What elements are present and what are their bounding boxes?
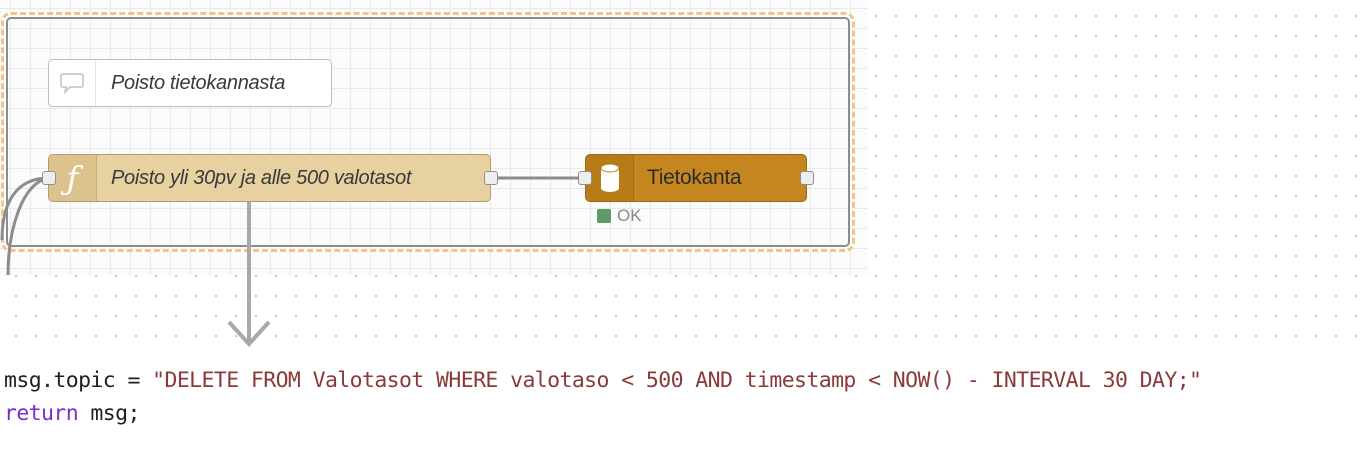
code-line-2-rest: msg;	[78, 401, 140, 426]
code-line-1-prefix: msg.topic =	[4, 368, 153, 393]
database-status: OK	[597, 206, 642, 226]
database-node[interactable]: Tietokanta	[585, 154, 807, 202]
function-icon: ƒ	[49, 155, 97, 201]
code-line-2: return msg;	[4, 397, 1360, 430]
callout-arrow-head	[227, 320, 271, 347]
code-line-2-keyword: return	[4, 401, 79, 426]
database-icon	[586, 155, 634, 201]
workspace-grid	[0, 0, 868, 275]
database-input-port[interactable]	[578, 171, 592, 185]
function-input-port[interactable]	[42, 171, 56, 185]
code-line-1: msg.topic = "DELETE FROM Valotasot WHERE…	[4, 364, 1360, 397]
code-line-1-string: "DELETE FROM Valotasot WHERE valotaso < …	[152, 368, 1202, 393]
status-ok-dot	[597, 209, 611, 223]
database-node-label: Tietokanta	[647, 166, 742, 189]
comment-node-label: Poisto tietokannasta	[111, 71, 286, 94]
function-node[interactable]: ƒ Poisto yli 30pv ja alle 500 valotasot	[48, 154, 491, 202]
comment-bubble-icon	[49, 60, 96, 106]
comment-node[interactable]: Poisto tietokannasta	[48, 59, 332, 107]
status-text: OK	[617, 206, 642, 225]
database-output-port[interactable]	[800, 171, 814, 185]
incoming-wire-2[interactable]	[6, 176, 50, 276]
code-snippet: msg.topic = "DELETE FROM Valotasot WHERE…	[4, 364, 1360, 430]
incoming-wire-1[interactable]	[0, 176, 50, 241]
function-glyph: ƒ	[66, 159, 79, 197]
function-output-port[interactable]	[484, 171, 498, 185]
flow-group[interactable]	[1, 12, 855, 252]
function-node-label: Poisto yli 30pv ja alle 500 valotasot	[111, 166, 412, 189]
